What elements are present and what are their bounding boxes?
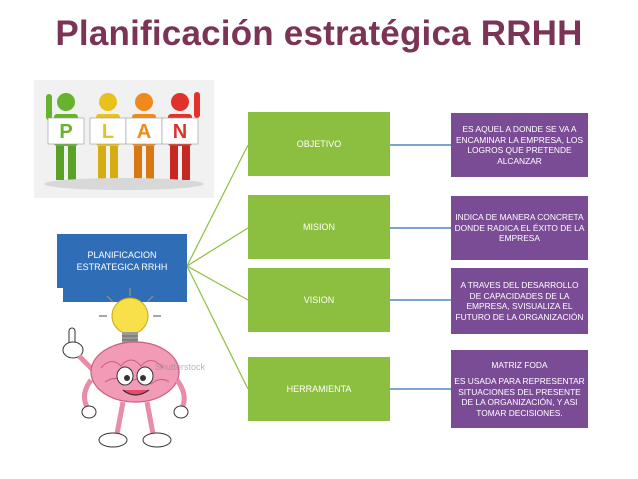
desc-vision-text: A TRAVES DEL DESARROLLO DE CAPACIDADES D… [455,280,584,322]
plan-illustration: P L A N [34,80,214,198]
desc-herramienta-text: ES USADA PARA REPRESENTAR SITUACIONES DE… [454,376,585,418]
letter-a: A [137,121,151,143]
watermark: Shutterstock [155,362,205,372]
desc-mision-text: INDICA DE MANERA CONCRETA DONDE RADICA E… [454,212,585,244]
node-vision: VISION [248,268,390,332]
node-vision-label: VISION [303,295,335,305]
root-node-label: PLANIFICACION ESTRATEGICA RRHH [76,250,168,272]
node-herramienta-label: HERRAMIENTA [286,384,352,394]
node-objetivo-label: OBJETIVO [296,139,342,149]
plan-figures-image: P L A N [44,92,204,190]
letter-l: L [102,121,114,143]
node-mision-label: MISION [302,222,335,232]
brain-character: Shutterstock [81,341,206,448]
node-herramienta: HERRAMIENTA [248,357,390,421]
root-node-tab [57,288,187,302]
brain-lightbulb-image: Shutterstock [62,288,206,448]
root-node-notch [57,288,63,302]
connector-vision [186,265,249,301]
node-objetivo: OBJETIVO [248,112,390,176]
desc-objetivo-text: ES AQUEL A DONDE SE VA A ENCAMINAR LA EM… [455,124,584,166]
letter-n: N [173,121,187,143]
desc-herramienta: MATRIZ FODA ES USADA PARA REPRESENTAR SI… [451,350,588,428]
connector-objetivo [186,144,249,267]
desc-mision: INDICA DE MANERA CONCRETA DONDE RADICA E… [451,196,588,260]
desc-herramienta-title: MATRIZ FODA [491,359,548,370]
node-mision: MISION [248,195,390,259]
root-node: PLANIFICACION ESTRATEGICA RRHH [57,234,187,288]
page-title: Planificación estratégica RRHH [55,14,583,53]
desc-objetivo: ES AQUEL A DONDE SE VA A ENCAMINAR LA EM… [451,113,588,177]
brain-illustration: Shutterstock [55,286,206,456]
desc-vision: A TRAVES DEL DESARROLLO DE CAPACIDADES D… [451,268,588,334]
lightbulb-icon [99,288,161,344]
connector-herramienta [186,265,249,390]
letter-p: P [59,121,72,143]
connector-mision [186,227,249,267]
